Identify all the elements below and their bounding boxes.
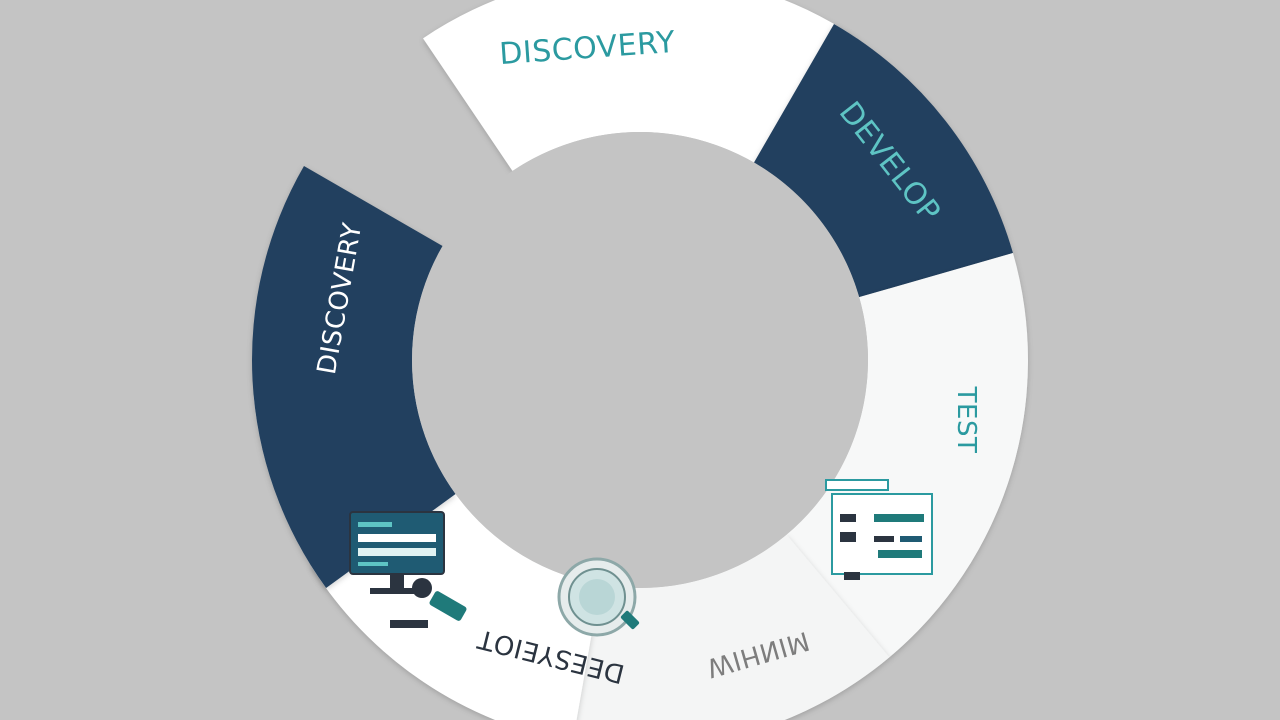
ring-segment-left [251, 166, 456, 589]
dashboard-window-icon [825, 479, 933, 580]
ring-segments [251, 0, 1028, 720]
ring-hole [412, 132, 868, 588]
ring-segment-right-upper [754, 23, 1013, 298]
segment-label-right-lower: TEST [951, 386, 981, 454]
gear-magnifier-icon [557, 557, 640, 637]
computer-monitor-icon [349, 511, 467, 628]
ring-segment-bottom-right [576, 534, 890, 720]
ring-segment-top [423, 0, 857, 171]
